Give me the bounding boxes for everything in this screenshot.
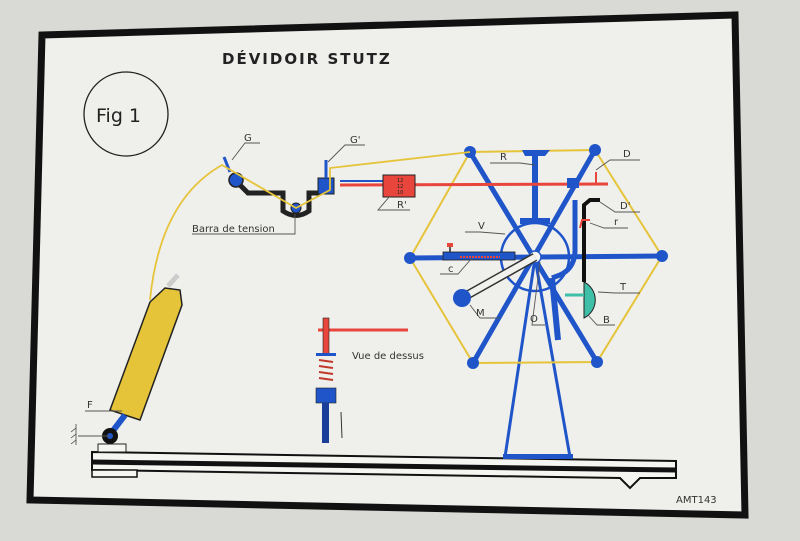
drawing-title: DÉVIDOIR STUTZ — [222, 49, 392, 68]
label-c: c — [448, 264, 454, 275]
reel-spoke-ends — [404, 144, 668, 369]
tension-bar — [234, 179, 320, 218]
label-b: B — [603, 315, 610, 326]
catch-r — [579, 219, 590, 229]
label-g-prime: G' — [350, 135, 361, 146]
label-r-prime: R' — [397, 200, 407, 211]
reference-code: AMT143 — [676, 495, 717, 506]
top-view-detail — [315, 317, 408, 443]
bobbin — [97, 273, 183, 453]
label-d-prime: D' — [620, 201, 630, 212]
label-tension-bar: Barra de tension — [192, 224, 275, 235]
label-g: G — [244, 133, 252, 144]
counter-digit: 10 — [397, 190, 403, 196]
label-top-view: Vue de dessus — [352, 351, 424, 362]
rod-block — [567, 178, 579, 188]
slider-knob — [447, 243, 453, 247]
figure-label: Fig 1 — [96, 105, 141, 127]
counter-box-r-prime: 12 12 10 — [382, 174, 416, 198]
crank-handle-m — [453, 289, 471, 307]
drawing-frame — [26, 11, 749, 519]
label-r: R — [500, 152, 507, 163]
label-t: T — [619, 282, 627, 293]
hammer-t — [583, 281, 596, 319]
leader-lines — [78, 142, 640, 437]
label-m: M — [476, 308, 485, 319]
label-f: F — [87, 400, 93, 411]
label-r-small: r — [614, 217, 619, 228]
lever-b-lower — [549, 277, 561, 341]
pillar-r — [520, 150, 550, 224]
yarn-thread — [149, 151, 471, 301]
lever-b — [551, 200, 578, 281]
base-plank — [91, 450, 677, 490]
figure-circle — [83, 71, 169, 157]
counter-digit: 12 — [397, 178, 403, 184]
ground-hatch-icon — [70, 424, 77, 445]
label-o: O — [530, 314, 538, 325]
arm-d-prime — [582, 198, 600, 282]
label-d: D — [623, 149, 631, 160]
double-arrow-icon — [340, 411, 343, 439]
counter-digit: 12 — [397, 184, 403, 190]
label-v: V — [478, 221, 485, 232]
